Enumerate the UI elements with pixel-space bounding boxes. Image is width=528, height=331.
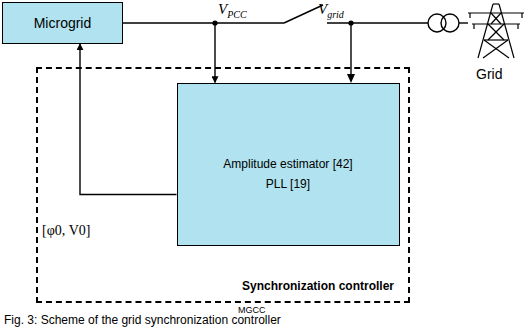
wire <box>327 22 428 23</box>
box-text: Microgrid <box>34 15 92 31</box>
grid-label: Grid <box>476 66 502 82</box>
wire <box>215 22 284 23</box>
box-text: Amplitude estimator [42] <box>223 157 352 171</box>
figure-caption: Fig. 3: Scheme of the grid synchronizati… <box>4 313 281 327</box>
controller-region: Synchronization controller Amplitude esti… <box>36 67 410 303</box>
voltage-label: VPCC <box>218 1 247 20</box>
transformer-coil <box>441 14 459 32</box>
box-text: PLL [19] <box>266 177 310 191</box>
voltage-label: Vgrid <box>318 1 344 20</box>
wire <box>459 22 468 23</box>
region-title: Synchronization controller <box>242 279 394 293</box>
edge-label: [φ0, V0] <box>42 223 91 239</box>
junction-dot <box>348 20 353 25</box>
switch-blade <box>284 5 323 23</box>
microgrid-box: Microgrid <box>2 2 123 44</box>
transmission-tower <box>468 4 524 58</box>
controller-box: Amplitude estimator [42] PLL [19] <box>177 83 400 246</box>
signal-connector <box>123 23 215 83</box>
